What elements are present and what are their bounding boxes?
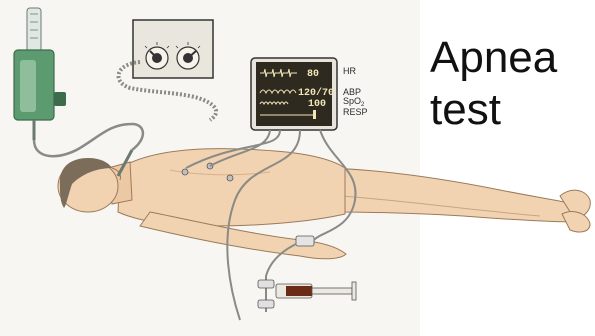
resp-marker — [313, 110, 316, 119]
spo2-value: 100 — [308, 99, 326, 110]
resp-label: RESP — [343, 107, 368, 117]
arterial-line-dressing — [296, 236, 314, 246]
stopcock — [258, 280, 274, 288]
hr-value: 80 — [307, 69, 319, 80]
ecg-electrode — [182, 169, 188, 175]
syringe-blood — [286, 286, 312, 296]
slide-title-line-2: test — [430, 88, 501, 132]
hr-label: HR — [343, 66, 356, 76]
stopcock — [258, 300, 274, 308]
slide-title-line-1: Apnea — [430, 36, 557, 80]
syringe-plunger-handle — [352, 282, 356, 300]
syringe-plunger — [312, 288, 352, 294]
ventilator-control-box — [133, 20, 213, 78]
ecg-electrode — [227, 175, 233, 181]
abp-value: 120/70 — [298, 87, 334, 99]
